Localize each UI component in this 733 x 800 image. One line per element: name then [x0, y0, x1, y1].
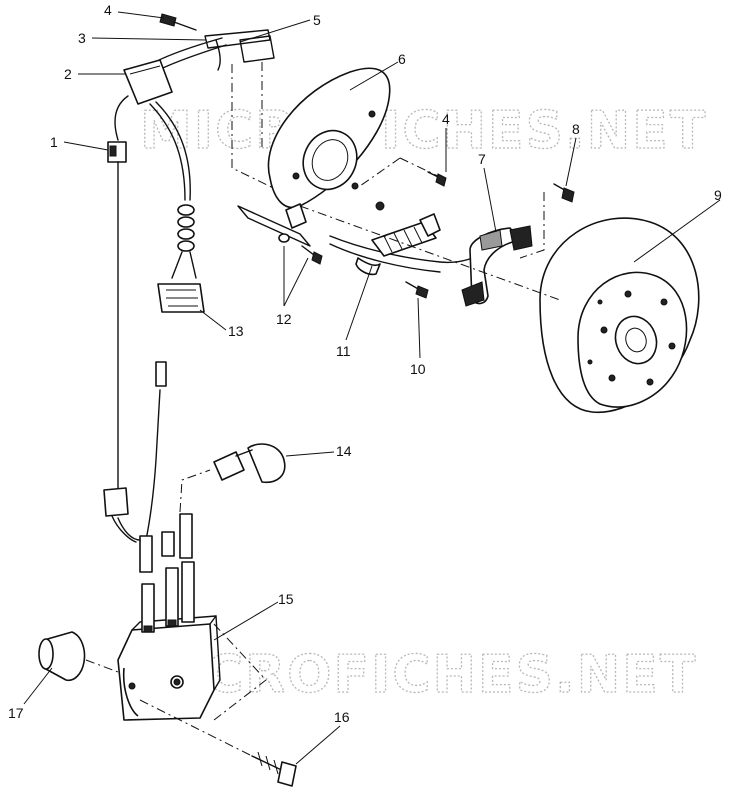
ignition-coil-15 [117, 561, 221, 721]
callout-8: 8 [572, 121, 580, 137]
leader-lines [23, 11, 721, 765]
callout-7: 7 [478, 151, 486, 167]
stator-plate-6 [267, 67, 391, 209]
callout-12: 12 [276, 311, 292, 327]
spark-plug-cap-14 [179, 443, 286, 559]
rubber-boot-17 [38, 631, 119, 682]
stator-coil-11 [355, 213, 441, 276]
callout-3: 3 [78, 30, 86, 46]
bolt-4-middle [427, 171, 447, 187]
watermark-top: MICROFICHES.NET [140, 101, 707, 161]
callout-6: 6 [398, 51, 406, 67]
callout-15: 15 [278, 591, 294, 607]
bolt-16 [139, 699, 297, 787]
watermark-bottom: MICROFICHES.NET [130, 645, 697, 705]
callout-4-top: 4 [104, 2, 112, 18]
wiring-harness [107, 29, 271, 491]
bracket-5 [215, 35, 275, 71]
primary-wire [103, 361, 175, 573]
pickup-7 [461, 225, 533, 307]
callout-4-middle: 4 [442, 111, 450, 127]
callout-17: 17 [8, 705, 24, 721]
callout-16: 16 [334, 709, 350, 725]
callout-14: 14 [336, 443, 352, 459]
flywheel-9 [539, 217, 700, 413]
callout-11: 11 [336, 343, 351, 359]
screw-10 [405, 281, 429, 299]
bolt-8 [553, 183, 575, 203]
callout-10: 10 [410, 361, 426, 377]
stator-base [237, 201, 491, 299]
callout-9: 9 [714, 187, 722, 203]
callout-numbers: 1 2 3 4 5 6 4 7 8 9 10 11 12 13 14 15 16… [8, 2, 722, 725]
bolt-4-top [159, 13, 197, 31]
callout-5: 5 [313, 12, 321, 28]
callout-13: 13 [228, 323, 244, 339]
screw-12 [278, 233, 323, 265]
callout-2: 2 [64, 66, 72, 82]
harness-coil [177, 204, 195, 252]
callout-1: 1 [50, 134, 58, 150]
